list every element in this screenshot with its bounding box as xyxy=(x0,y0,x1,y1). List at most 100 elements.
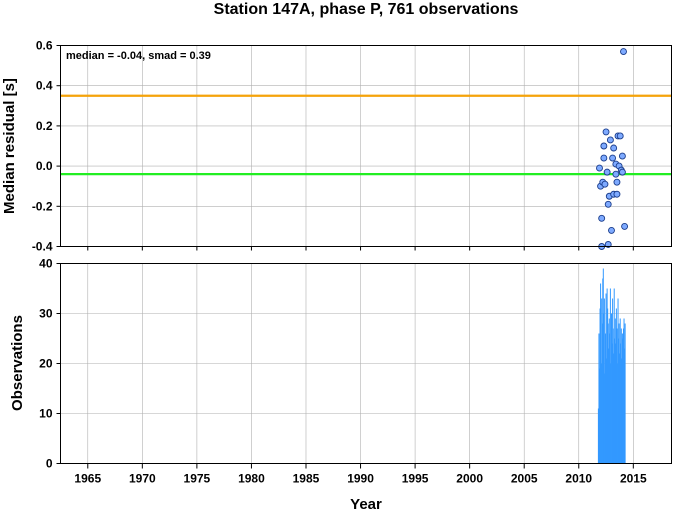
observation-bar xyxy=(601,323,603,464)
observation-bar xyxy=(622,338,624,464)
observation-bar xyxy=(598,333,600,464)
residual-point xyxy=(601,180,609,188)
observation-bar xyxy=(624,323,626,464)
observations-bars xyxy=(597,268,626,464)
observation-bar xyxy=(621,333,623,464)
observation-bar xyxy=(618,338,620,464)
residual-y-tick-label: 0.0 xyxy=(36,159,53,173)
residual-y-ticks: 0.6 0.4 0.2 0.0 -0.2 -0.4 xyxy=(32,39,61,254)
observation-bar xyxy=(607,308,609,464)
observations-y-tick-label: 40 xyxy=(39,257,53,271)
residual-point xyxy=(600,154,608,162)
residual-point xyxy=(618,152,626,160)
observation-bar xyxy=(617,298,619,464)
observation-bar xyxy=(602,278,604,464)
observations-y-tick-label: 0 xyxy=(46,457,53,471)
residual-point xyxy=(608,226,615,234)
residual-y-tick-label: 0.6 xyxy=(36,39,53,53)
observation-bar xyxy=(612,298,614,464)
observation-bar xyxy=(614,318,616,464)
residual-point xyxy=(610,144,618,152)
residual-point xyxy=(616,132,624,140)
observations-x-ticks: 1965 1970 1975 1980 1985 1990 1995 2000 2005 2010… xyxy=(74,463,647,486)
observation-bar xyxy=(619,353,621,464)
observation-bar xyxy=(610,363,612,464)
observation-bar xyxy=(605,293,607,464)
residual-point xyxy=(618,168,626,176)
observation-bar xyxy=(601,298,603,464)
x-tick-label: 1980 xyxy=(238,472,265,486)
observation-bar xyxy=(604,373,606,464)
x-tick-label: 1995 xyxy=(402,472,429,486)
observation-bar xyxy=(621,358,623,464)
observation-bar xyxy=(612,328,614,464)
observation-bar xyxy=(608,318,610,464)
x-tick-label: 2000 xyxy=(456,472,483,486)
observation-bar xyxy=(616,363,618,464)
residual-grid xyxy=(60,45,672,247)
observation-bar xyxy=(610,313,612,464)
observation-bar xyxy=(597,408,599,464)
residual-y-tick-label: -0.2 xyxy=(32,199,53,213)
reference-lines xyxy=(60,94,672,176)
observation-bar xyxy=(609,288,611,464)
observation-bar xyxy=(606,288,608,464)
residual-point xyxy=(596,164,603,172)
observation-bar xyxy=(615,343,617,464)
observation-bar xyxy=(602,268,604,464)
residual-panel: median = -0.04, smad = 0.39 0.6 0.4 0.2 0.0… xyxy=(1,39,672,254)
residual-y-tick-label: 0.4 xyxy=(36,79,53,93)
observation-bar xyxy=(619,318,621,464)
observations-y-tick-label: 20 xyxy=(39,357,53,371)
x-tick-label: 1965 xyxy=(74,472,101,486)
observation-bar xyxy=(603,313,605,464)
residual-point xyxy=(602,128,610,136)
observation-bar xyxy=(618,323,620,464)
observation-bar xyxy=(623,318,625,464)
observations-y-label: Observations xyxy=(9,315,26,411)
residual-y-tick-label: -0.4 xyxy=(32,240,53,254)
residual-frame xyxy=(60,45,672,247)
residual-point xyxy=(613,190,621,198)
observation-bar xyxy=(622,328,624,464)
observations-grid xyxy=(60,263,672,464)
residual-point xyxy=(598,214,606,222)
residual-point xyxy=(620,48,627,55)
observation-bar xyxy=(624,348,626,464)
chart-title: Station 147A, phase P, 761 observations xyxy=(214,1,519,18)
residual-x-ticks xyxy=(87,246,634,251)
x-tick-label: 1990 xyxy=(347,472,374,486)
observation-bar xyxy=(603,298,605,464)
residual-point xyxy=(606,136,614,144)
observation-bar xyxy=(616,328,618,464)
x-tick-label: 1975 xyxy=(184,472,211,486)
x-tick-label: 2005 xyxy=(511,472,538,486)
observation-bar xyxy=(608,348,610,464)
residual-y-label: Median residual [s] xyxy=(1,78,18,214)
residual-points xyxy=(596,48,629,250)
observation-bar xyxy=(620,328,622,464)
residual-point xyxy=(603,168,611,176)
x-tick-label: 1985 xyxy=(293,472,320,486)
residual-point xyxy=(600,142,608,150)
residual-y-tick-label: 0.2 xyxy=(36,119,53,133)
x-tick-label: 2015 xyxy=(620,472,647,486)
residual-point xyxy=(612,170,620,178)
observation-bar xyxy=(606,358,608,464)
residual-point xyxy=(613,178,621,186)
x-tick-label: 1970 xyxy=(129,472,156,486)
observation-bar xyxy=(620,343,622,464)
observation-bar xyxy=(600,283,602,464)
observation-bar xyxy=(598,368,600,464)
residual-point xyxy=(621,222,629,230)
observation-bar xyxy=(611,343,613,464)
x-tick-label: 2010 xyxy=(565,472,592,486)
residual-point xyxy=(609,154,617,162)
x-axis-label: Year xyxy=(350,496,382,511)
residual-point xyxy=(604,200,612,208)
residual-point xyxy=(604,241,612,248)
observation-bar xyxy=(614,338,616,464)
stats-annotation: median = -0.04, smad = 0.39 xyxy=(66,50,211,62)
